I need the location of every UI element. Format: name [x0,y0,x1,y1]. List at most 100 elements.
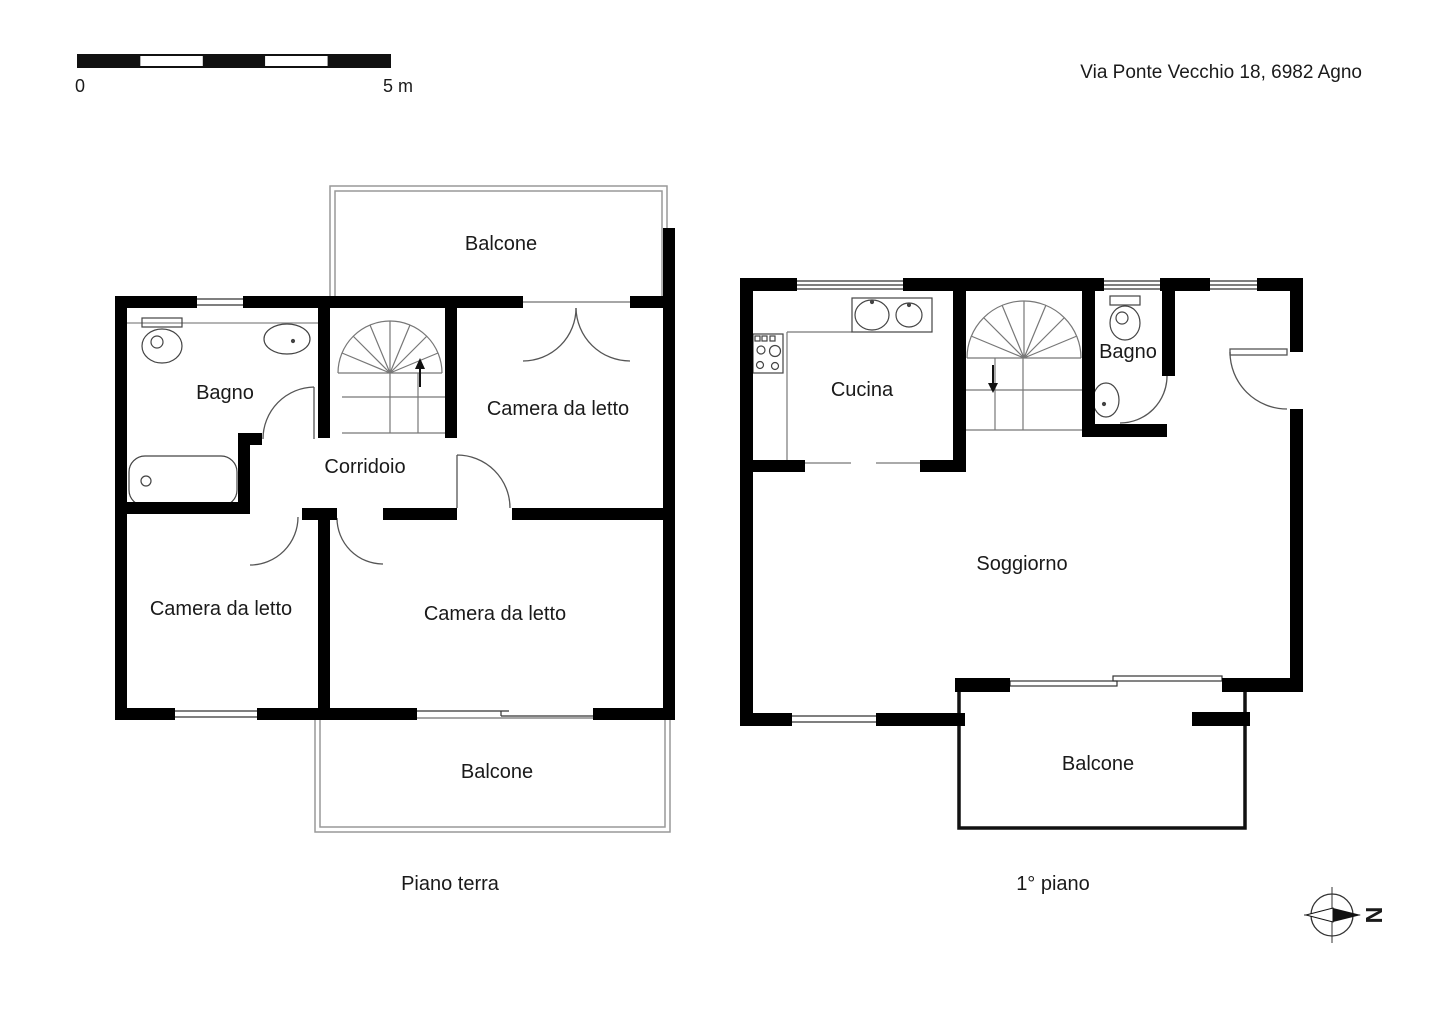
wall-segment [238,433,262,445]
wall-segment [1290,409,1303,692]
wall-segment [115,708,175,720]
bedroom-door-center [336,517,384,565]
wall-segment [1082,291,1095,437]
wall-segment [1162,291,1175,376]
toilet-fixture [141,317,183,364]
wall-segment [1290,291,1303,352]
wall-segment [1192,712,1250,726]
bedroom-door-left [249,516,299,566]
room-label-camera-2: Camera da letto [150,598,292,620]
room-label-balcone-top: Balcone [465,233,537,255]
north-label: N [1361,907,1387,924]
room-label-soggiorno: Soggiorno [976,553,1067,575]
room-label-balcone: Balcone [1062,753,1134,775]
wall-segment [243,296,523,308]
doors-piano-terra [249,307,631,566]
wall-segment [115,296,127,720]
wall-segment [1082,424,1167,437]
wall-segment [1257,278,1303,291]
bathroom-door [262,386,315,440]
wall-segment [257,708,417,720]
room-label-camera-3: Camera da letto [424,603,566,625]
sliding-door [417,710,593,717]
room-label-bagno: Bagno [1099,341,1157,363]
wall-segment [903,278,1104,291]
living-room-window [792,715,876,723]
stair-direction-arrow [415,358,425,387]
wall-segment [740,278,797,291]
scale-bar-segment [327,55,390,67]
wall-segment [318,308,330,438]
room-label-corridoio: Corridoio [324,456,405,478]
wall-segment [238,433,250,514]
bathtub-fixture [128,455,238,507]
scale-bar-segment [202,55,266,67]
scale-end-label: 5 m [383,76,413,96]
walls-primo-piano [740,278,1303,726]
floor-plan-primo-piano: Cucina Bagno Soggiorno Balcone 1° piano [740,278,1303,895]
windows-piano-terra [175,298,593,718]
wall-segment [115,296,197,308]
walls-piano-terra [115,228,675,720]
staircase [966,300,1082,431]
scale-bar-segment [265,55,328,67]
entry-door [1229,348,1288,410]
wall-segment [663,228,675,720]
sink-fixture [263,323,311,355]
balcony-outline [957,692,1247,830]
staircase [337,320,445,434]
wall-segment [445,308,457,438]
bedroom-door-right [456,454,511,509]
wall-segment [955,678,1010,692]
floor-label-piano-terra: Piano terra [401,873,500,895]
wall-segment [740,278,753,726]
scale-bar: 0 5 m [75,54,413,96]
stair-fan-rays [338,321,442,374]
stair-fan-rays [967,301,1081,359]
floor-plan-piano-terra: Balcone Bagno Camera da letto Corridoio … [115,185,675,895]
balcony-french-door-right [575,307,631,362]
floor-label-primo-piano: 1° piano [1016,873,1090,895]
north-arrow-icon: N [1304,887,1387,943]
room-label-bagno: Bagno [196,382,254,404]
address-label: Via Ponte Vecchio 18, 6982 Agno [1080,62,1362,83]
room-label-balcone-bottom: Balcone [461,761,533,783]
sliding-door-panel [1112,675,1223,682]
room-labels-piano-terra: Balcone Bagno Camera da letto Corridoio … [150,233,629,783]
wall-segment [318,514,330,708]
wall-segment [753,460,805,472]
doors-primo-piano [1119,348,1288,424]
bathroom-door [1119,375,1168,424]
balcony-bottom-outline-inner [319,717,666,828]
stove-fixture [752,333,784,374]
scale-bar-frame [77,54,391,68]
sliding-door-panel [1009,680,1118,687]
room-label-cucina: Cucina [831,379,894,401]
entry-window [1210,280,1257,290]
scale-bar-segment [78,55,141,67]
stair-steps [966,358,1082,431]
wall-segment [127,502,238,514]
wall-segment [876,713,965,726]
kitchen-sink-fixture [851,297,933,333]
bathroom-fixtures [122,317,318,507]
wall-segment [920,460,953,472]
room-labels-primo-piano: Cucina Bagno Soggiorno Balcone [831,341,1157,775]
wall-segment [953,291,966,472]
bathroom-window [197,298,243,306]
room-label-camera-1: Camera da letto [487,398,629,420]
bedroom-window [175,710,257,718]
sink-fixture [1092,382,1120,418]
scale-start-label: 0 [75,76,85,96]
stair-steps [342,373,445,434]
wall-segment [383,508,457,520]
wall-segment [593,708,675,720]
wall-segment [512,508,663,520]
wall-segment [1222,678,1303,692]
wall-segment [1160,278,1210,291]
wall-segment [740,713,792,726]
kitchen-fixtures [752,297,933,374]
kitchen-zone-lines [786,331,920,464]
